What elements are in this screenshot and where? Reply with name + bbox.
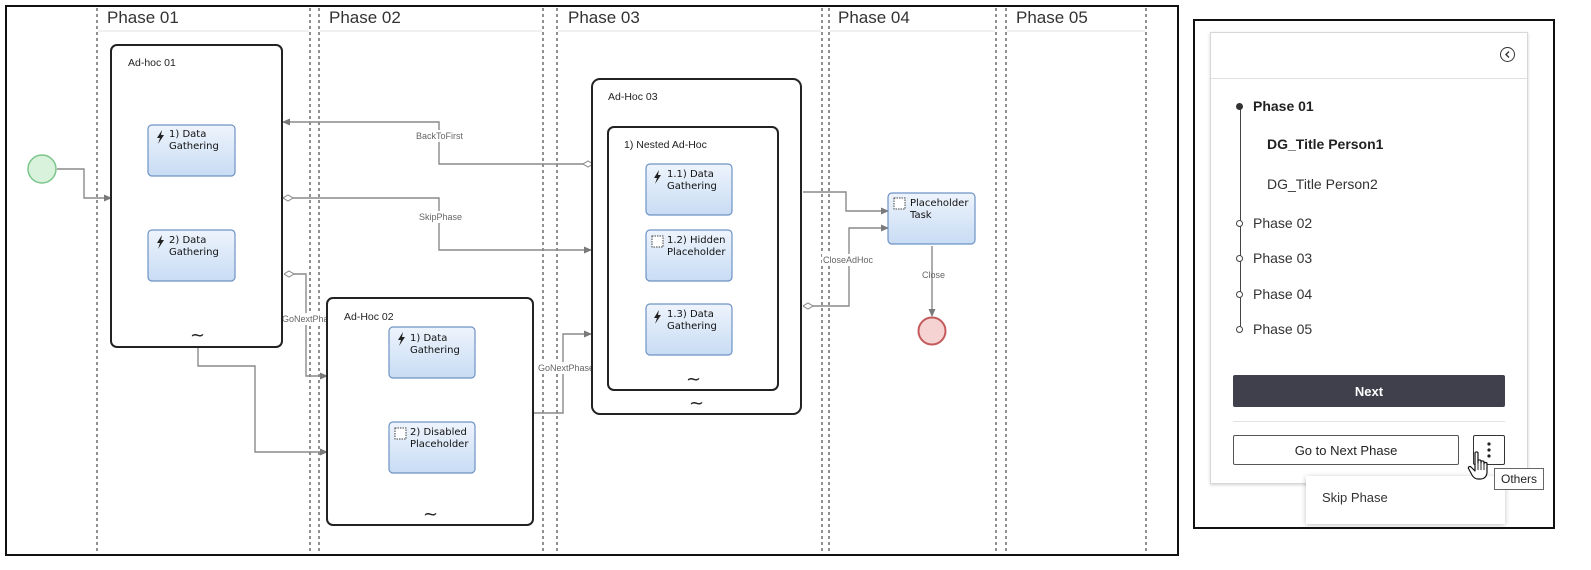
adhoc-01-marker: ~ xyxy=(190,325,205,346)
panel-header xyxy=(1211,33,1527,79)
phase-label-02: Phase 02 xyxy=(329,8,401,27)
placeholder-icon xyxy=(893,197,906,210)
task-label-line2: Placeholder xyxy=(410,439,469,450)
flow-start xyxy=(57,168,112,202)
timeline-dot-current xyxy=(1236,103,1243,110)
adhoc-03-marker: ~ xyxy=(689,393,704,414)
timeline-dot xyxy=(1236,220,1243,227)
flow-label-skip-phase: SkipPhase xyxy=(419,212,462,222)
task-data-gathering-1[interactable]: 1) Data Gathering xyxy=(147,124,236,177)
phase-label-05: Phase 05 xyxy=(1016,8,1088,27)
task-label-line1: 2) Data xyxy=(169,235,206,246)
placeholder-icon xyxy=(651,235,664,248)
flow-label-go-next-phase-1: GoNextPhase xyxy=(282,314,338,324)
task-label-line2: Gathering xyxy=(169,141,219,152)
lightning-icon xyxy=(654,170,661,184)
phase-label-01: Phase 01 xyxy=(107,8,179,27)
lightning-icon xyxy=(157,235,164,249)
flow-label-back-to-first: BackToFirst xyxy=(416,131,464,141)
placeholder-icon xyxy=(394,427,407,440)
task-label-line2: Gathering xyxy=(410,345,460,356)
task-label-line2: Placeholder xyxy=(667,247,726,258)
lightning-icon xyxy=(157,130,164,144)
nested-adhoc-label: 1) Nested Ad-Hoc xyxy=(624,139,707,151)
task-placeholder-task[interactable]: Placeholder Task xyxy=(887,192,976,245)
timeline-phase-04[interactable]: Phase 04 xyxy=(1253,286,1313,302)
task-label-line1: Placeholder xyxy=(910,198,969,209)
task-label-line2: Gathering xyxy=(667,181,717,192)
adhoc-02-marker: ~ xyxy=(423,504,438,525)
collapse-button[interactable] xyxy=(1500,47,1515,62)
phase-panel: Phase 01 DG_Title Person1 DG_Title Perso… xyxy=(1210,32,1528,484)
task-disabled-placeholder[interactable]: 2) Disabled Placeholder xyxy=(388,421,476,474)
lightning-icon xyxy=(398,332,405,346)
timeline-task-dg-title-person2[interactable]: DG_Title Person2 xyxy=(1267,176,1378,192)
lightning-icon xyxy=(654,310,661,324)
next-button[interactable]: Next xyxy=(1233,375,1505,407)
task-label-line1: 1.3) Data xyxy=(667,309,714,320)
task-label-line1: 2) Disabled xyxy=(410,427,467,438)
task-label-line2: Gathering xyxy=(169,247,219,258)
flow-label-close: Close xyxy=(922,270,945,280)
timeline-task-dg-title-person1[interactable]: DG_Title Person1 xyxy=(1267,136,1384,152)
task-data-gathering-2[interactable]: 2) Data Gathering xyxy=(147,229,236,282)
timeline-dot xyxy=(1236,326,1243,333)
end-event[interactable] xyxy=(917,316,947,346)
nested-adhoc-marker: ~ xyxy=(686,369,701,390)
others-dropdown-menu: Skip Phase xyxy=(1306,476,1505,524)
adhoc-01[interactable]: Ad-hoc 01 ~ xyxy=(110,44,283,348)
timeline-line xyxy=(1240,107,1241,330)
task-data-gathering-1-1[interactable]: 1.1) Data Gathering xyxy=(645,163,733,216)
timeline-phase-02[interactable]: Phase 02 xyxy=(1253,215,1313,231)
task-label-line2: Task xyxy=(909,210,932,221)
process-diagram: Phase 01 Phase 02 Phase 03 Phase 04 Phas… xyxy=(5,5,1179,556)
timeline-phase-03[interactable]: Phase 03 xyxy=(1253,250,1313,266)
others-tooltip: Others xyxy=(1494,468,1544,490)
phase-label-04: Phase 04 xyxy=(838,8,910,27)
phase-label-03: Phase 03 xyxy=(568,8,640,27)
start-event[interactable] xyxy=(27,154,57,184)
task-data-gathering-3[interactable]: 1) Data Gathering xyxy=(388,326,476,379)
flow-adhoc01-adhoc02 xyxy=(197,348,328,456)
timeline-dot xyxy=(1236,255,1243,262)
task-label-line1: 1.1) Data xyxy=(667,169,714,180)
adhoc-01-label: Ad-hoc 01 xyxy=(128,57,176,69)
flow-adhoc03-task xyxy=(803,191,889,215)
go-to-next-phase-button[interactable]: Go to Next Phase xyxy=(1233,435,1459,465)
task-hidden-placeholder[interactable]: 1.2) Hidden Placeholder xyxy=(645,229,733,282)
menu-item-skip-phase[interactable]: Skip Phase xyxy=(1322,490,1388,505)
panel-divider xyxy=(1233,421,1505,422)
task-label-line1: 1.2) Hidden xyxy=(667,235,725,246)
task-data-gathering-1-3[interactable]: 1.3) Data Gathering xyxy=(645,303,733,356)
hand-pointer-cursor-icon xyxy=(1467,451,1488,480)
timeline-phase-01[interactable]: Phase 01 xyxy=(1253,98,1314,114)
flow-skip-phase xyxy=(283,198,591,250)
adhoc-02-label: Ad-Hoc 02 xyxy=(344,311,394,323)
adhoc-03-label: Ad-Hoc 03 xyxy=(608,91,658,103)
flow-back-to-first xyxy=(283,122,593,164)
flow-label-go-next-phase-2: GoNextPhase xyxy=(538,363,594,373)
flow-close-adhoc xyxy=(803,228,888,306)
flow-label-close-adhoc: CloseAdHoc xyxy=(823,255,874,265)
task-label-line2: Gathering xyxy=(667,321,717,332)
more-vertical-icon xyxy=(1487,442,1491,458)
timeline-dot xyxy=(1236,291,1243,298)
adhoc-02[interactable]: Ad-Hoc 02 ~ xyxy=(326,297,534,526)
timeline-phase-05[interactable]: Phase 05 xyxy=(1253,321,1313,337)
task-label-line1: 1) Data xyxy=(410,333,447,344)
task-label-line1: 1) Data xyxy=(169,129,206,140)
chevron-left-icon xyxy=(1505,51,1510,58)
